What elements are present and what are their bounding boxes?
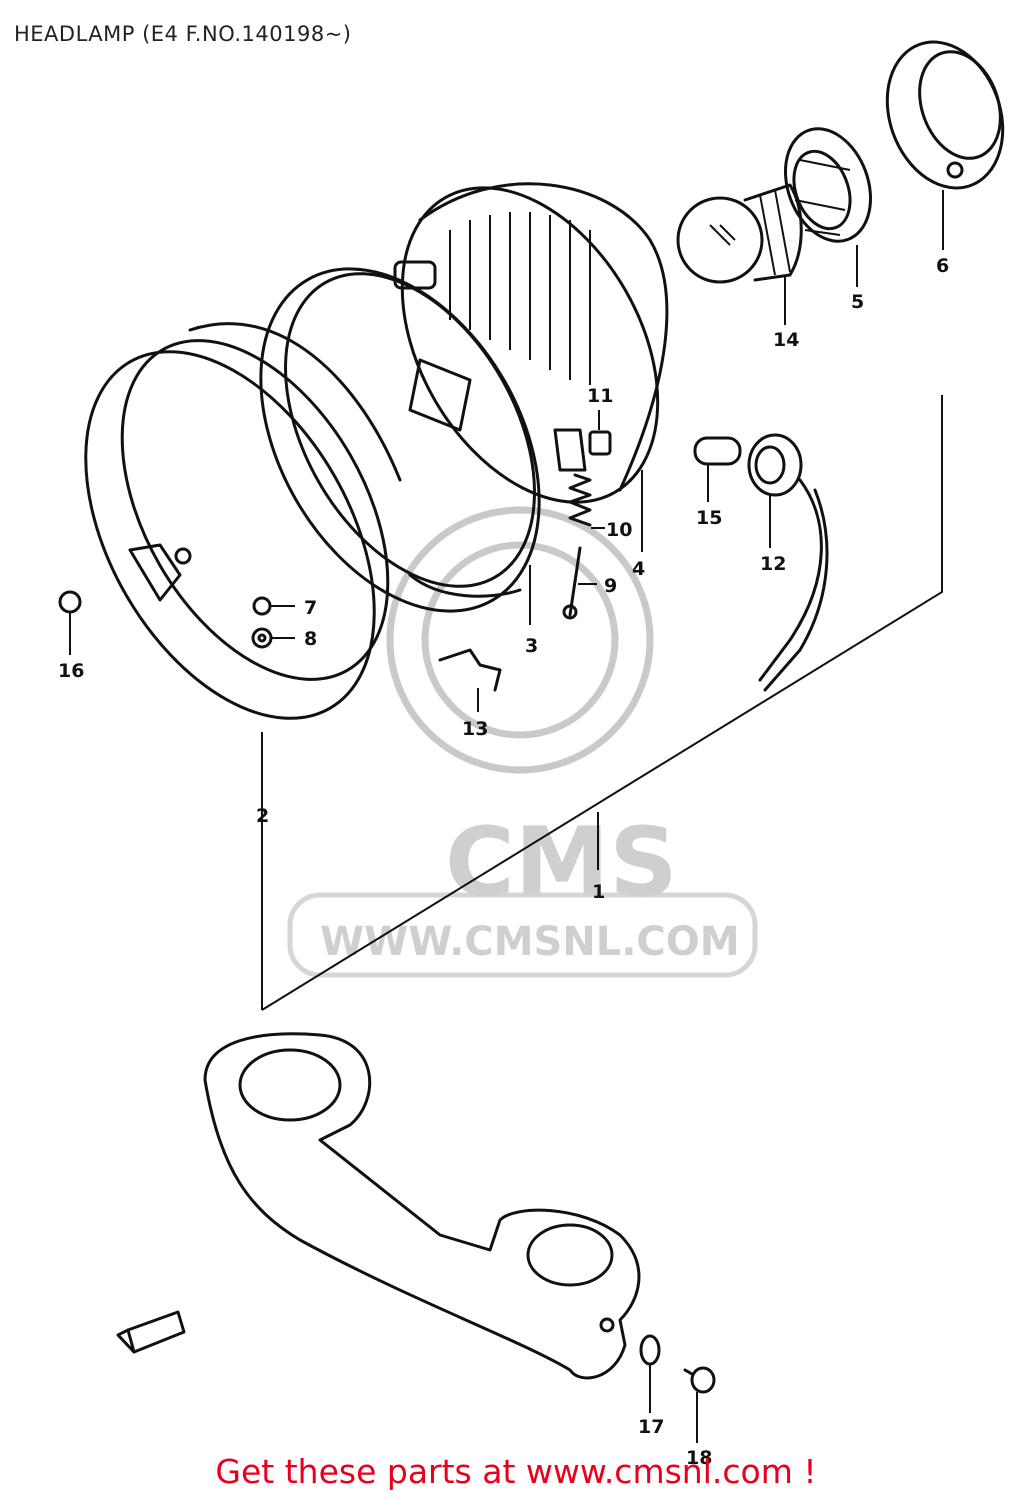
callout-12: 12 <box>760 553 786 575</box>
part-bulb <box>676 183 803 284</box>
callout-3: 3 <box>525 635 538 657</box>
callout-15: 15 <box>696 507 722 529</box>
part-pilot-socket <box>747 433 829 692</box>
watermark-logo: CMS WWW.CMSNL.COM <box>287 506 758 978</box>
part-pilot-bulb <box>693 436 742 466</box>
callout-6: 6 <box>936 255 949 277</box>
callout-5: 5 <box>851 291 864 313</box>
callout-8: 8 <box>304 628 317 650</box>
callout-10: 10 <box>606 519 632 541</box>
callout-4: 4 <box>632 558 645 580</box>
part-headlamp-bracket <box>203 1032 641 1380</box>
callout-13: 13 <box>462 718 488 740</box>
part-small-fasteners <box>58 590 273 649</box>
callout-11: 11 <box>587 385 613 407</box>
callout-14: 14 <box>773 329 799 351</box>
callout-7: 7 <box>304 597 317 619</box>
callout-1: 1 <box>592 881 605 903</box>
part-bracket-fasteners <box>639 1334 716 1394</box>
part-headlamp-unit <box>400 182 669 504</box>
callout-18: 18 <box>686 1447 712 1469</box>
part-dust-cover <box>885 40 1005 190</box>
part-clip <box>438 648 502 692</box>
diagram-title: HEADLAMP (E4 F.NO.140198~) <box>14 22 352 46</box>
callout-leaders <box>69 190 944 1443</box>
callout-2: 2 <box>256 805 269 827</box>
part-spring-and-screw <box>562 473 592 620</box>
promo-link[interactable]: Get these parts at www.cmsnl.com ! <box>215 1452 817 1491</box>
part-rim-ring <box>84 322 402 720</box>
part-lens-ring <box>259 260 541 613</box>
callout-9: 9 <box>604 575 617 597</box>
callout-numbers: 1 2 3 4 5 6 7 8 9 10 11 12 13 14 15 16 1… <box>58 255 949 1469</box>
watermark-logo-text: CMS <box>445 808 678 918</box>
watermark-url: WWW.CMSNL.COM <box>320 919 740 965</box>
assembly-bracket-lines <box>261 395 943 1011</box>
callout-16: 16 <box>58 660 84 682</box>
front-arrow-icon <box>116 1310 186 1354</box>
callout-17: 17 <box>638 1416 664 1438</box>
